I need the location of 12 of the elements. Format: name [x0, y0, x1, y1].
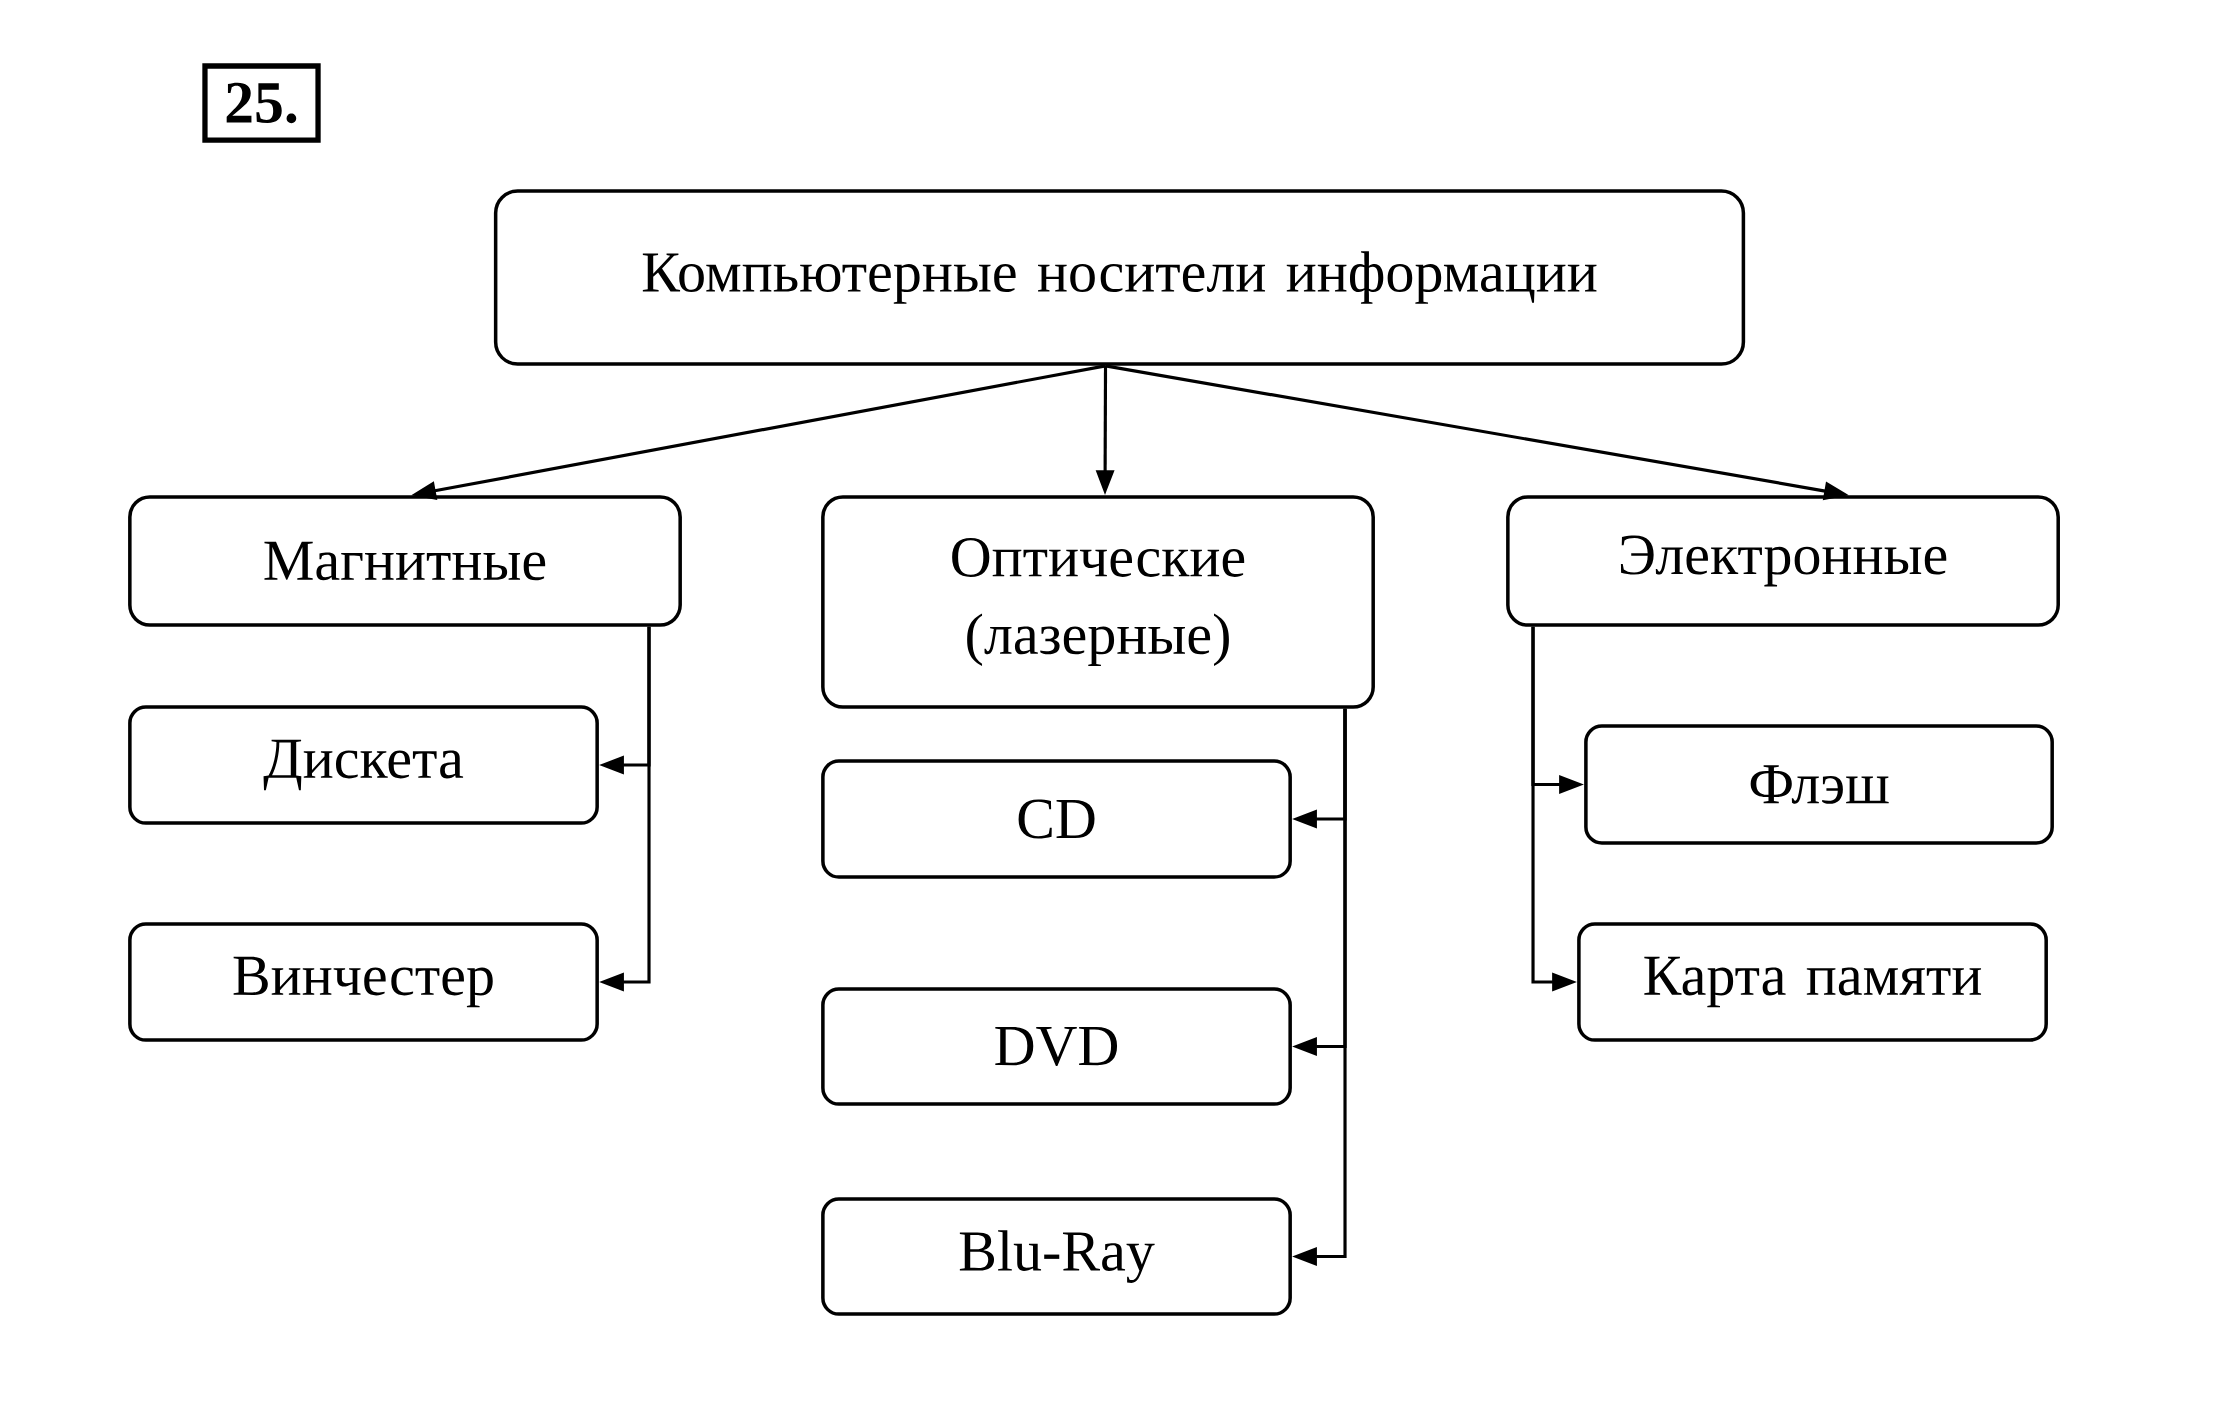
category-box: Электронные — [1506, 495, 2060, 627]
item-box: Карта памяти — [1577, 922, 2048, 1042]
title-box: Компьютерные носители информации — [493, 189, 1746, 366]
category-box: Оптические (лазерные) — [821, 495, 1375, 709]
item-box: Флэш — [1584, 724, 2054, 845]
task-number-box: 25. — [202, 63, 321, 143]
item-box: Винчестер — [128, 922, 599, 1042]
item-box: Blu-Ray — [821, 1197, 1292, 1316]
item-box: Дискета — [128, 705, 599, 825]
item-box: DVD — [821, 987, 1292, 1106]
category-box: Магнитные — [128, 495, 682, 627]
item-box: CD — [821, 759, 1292, 879]
